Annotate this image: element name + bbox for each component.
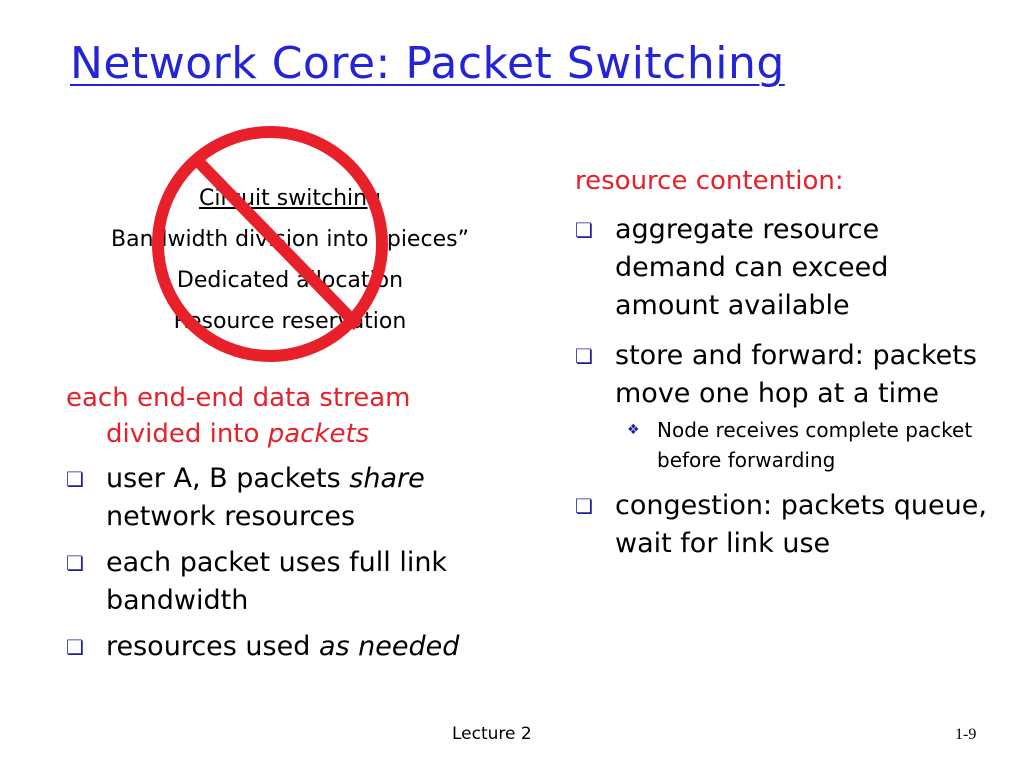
square-bullet-icon: ❏ [66, 467, 84, 491]
footer-lecture: Lecture 2 [452, 724, 532, 744]
no-sign-icon [152, 126, 388, 362]
circuit-line: Resource reservation [173, 309, 407, 334]
list-item: ❏ each packet uses full link bandwidth [66, 544, 536, 620]
list-item: ❏ aggregate resource demand can exceed a… [575, 211, 995, 325]
packet-lead: each end-end data stream divided into pa… [66, 380, 536, 452]
list-item: ❏ store and forward: packets move one ho… [575, 337, 995, 413]
lead-line1: each end-end data stream [66, 383, 411, 413]
square-bullet-icon: ❏ [575, 218, 593, 242]
list-item: ❏ congestion: packets queue, wait for li… [575, 487, 995, 563]
square-bullet-icon: ❏ [66, 551, 84, 575]
contention-lead: resource contention: [575, 166, 844, 196]
lead-line2-prefix: divided into [106, 419, 268, 449]
diamond-bullet-icon: ❖ [627, 422, 640, 438]
lead-line2-italic: packets [267, 419, 370, 449]
square-bullet-icon: ❏ [575, 344, 593, 368]
circuit-switching-block: Circuit switching Bandwidth division int… [60, 178, 520, 342]
slide-title: Network Core: Packet Switching [70, 38, 785, 89]
left-column: each end-end data stream divided into pa… [66, 380, 536, 666]
list-item: ❏ resources used as needed [66, 628, 536, 666]
list-item: ❏ user A, B packets share network resour… [66, 460, 536, 536]
right-column: resource contention: ❏ aggregate resourc… [575, 163, 995, 563]
sub-list-item: ❖ Node receives complete packet before f… [575, 415, 995, 475]
circuit-line: Dedicated allocation [176, 268, 404, 293]
square-bullet-icon: ❏ [575, 494, 593, 518]
square-bullet-icon: ❏ [66, 635, 84, 659]
page-number: 1-9 [955, 726, 977, 743]
